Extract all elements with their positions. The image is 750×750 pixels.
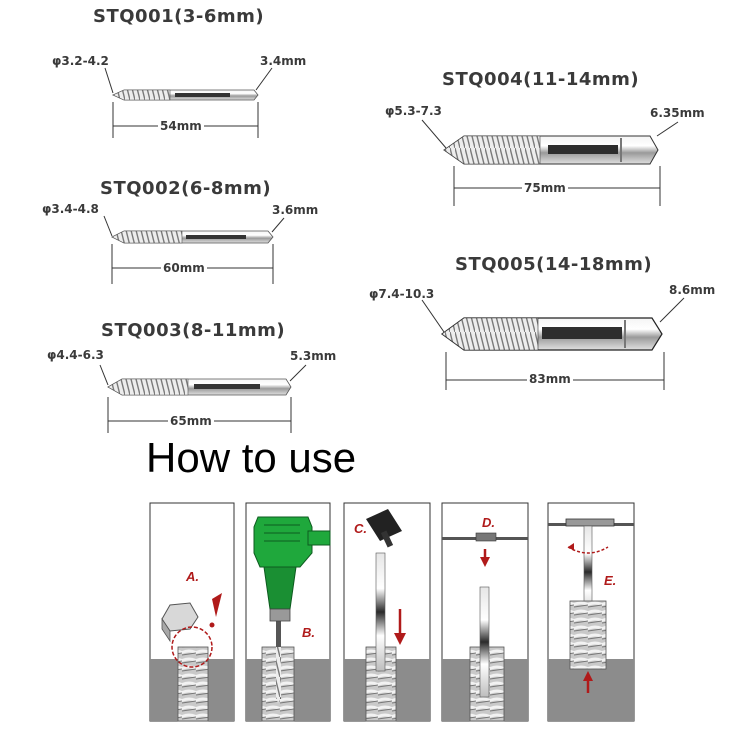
extractor-2-tip-diameter: φ3.4-4.8	[42, 202, 99, 216]
extractor-2-bit	[111, 230, 274, 244]
extractor-1-tip-diameter: φ3.2-4.2	[52, 54, 109, 68]
drill-icon	[253, 516, 331, 622]
extractor-1-shank-size: 3.4mm	[260, 54, 307, 68]
extractor-1-length: 54mm	[158, 119, 204, 133]
step-b-label: B.	[302, 625, 315, 640]
usage-steps-illustration: A. B. C.	[149, 502, 635, 722]
extractor-5-shank-size: 8.6mm	[669, 283, 716, 297]
extractor-1-title: STQ001(3-6mm)	[93, 6, 265, 27]
extractor-5-tip-diameter: φ7.4-10.3	[369, 287, 435, 301]
extractor-2-shank-size: 3.6mm	[272, 203, 319, 217]
extractor-3-length: 65mm	[168, 414, 214, 428]
step-c-panel: C.	[343, 502, 431, 722]
extractor-4-bit	[443, 135, 659, 165]
extractor-2-length: 60mm	[161, 261, 207, 275]
extractor-4-length: 75mm	[522, 181, 568, 195]
extractor-3-drawing	[99, 364, 307, 433]
step-e-label: E.	[604, 573, 616, 588]
step-e-panel: E.	[547, 502, 635, 722]
extractor-3-title: STQ003(8-11mm)	[101, 320, 286, 341]
extractor-3-shank-size: 5.3mm	[290, 349, 337, 363]
step-c-label: C.	[354, 521, 367, 536]
extractor-2-title: STQ002(6-8mm)	[100, 178, 272, 199]
extractor-4-tip-diameter: φ5.3-7.3	[385, 104, 442, 118]
hammer-icon	[366, 509, 402, 548]
step-a-panel: A.	[149, 502, 235, 722]
extractor-1-bit	[112, 89, 259, 101]
extractor-3-tip-diameter: φ4.4-6.3	[47, 348, 104, 362]
step-b-panel: B.	[245, 502, 331, 722]
step-d-panel: D.	[441, 502, 529, 722]
extractor-5-title: STQ005(14-18mm)	[455, 254, 653, 275]
extractor-5-bit	[440, 317, 663, 351]
extractor-4-drawing	[421, 119, 679, 206]
how-to-use-heading: How to use	[146, 434, 357, 481]
extractor-5-length: 83mm	[527, 372, 573, 386]
extractor-3-bit	[107, 378, 292, 396]
extractor-2-drawing	[103, 215, 285, 284]
step-a-label: A.	[185, 569, 199, 584]
extractor-4-title: STQ004(11-14mm)	[442, 69, 640, 90]
extractor-4-shank-size: 6.35mm	[650, 106, 705, 120]
extractor-5-drawing	[421, 297, 685, 390]
step-d-label: D.	[482, 515, 495, 530]
